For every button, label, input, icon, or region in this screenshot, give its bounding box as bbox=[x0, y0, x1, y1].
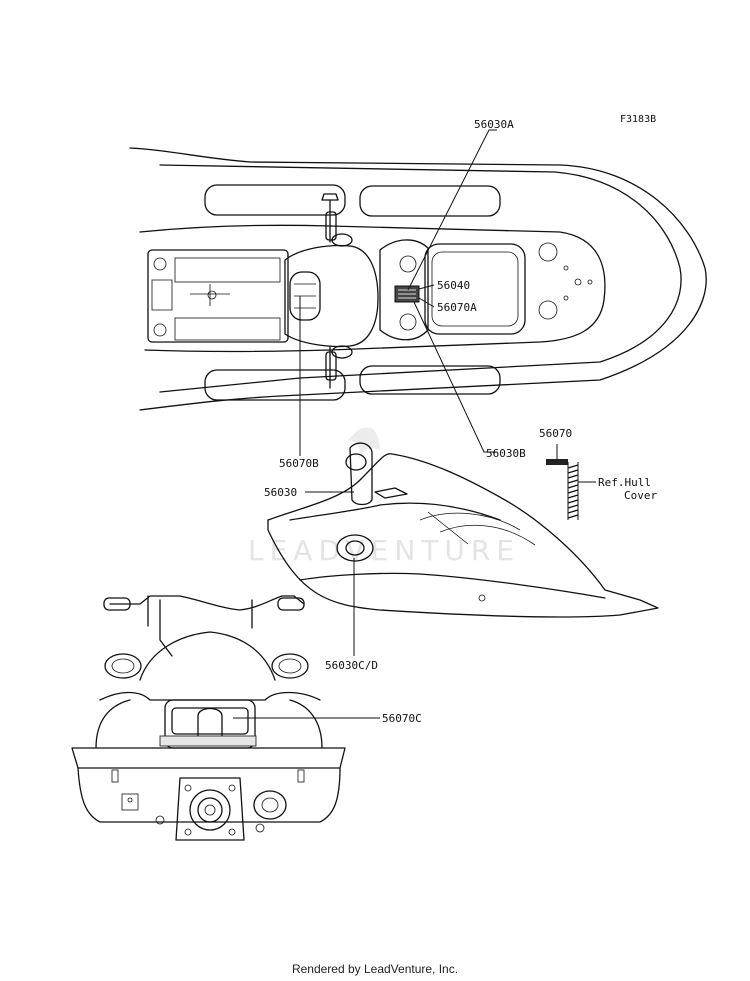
callout-ref-cover: Cover bbox=[624, 489, 657, 502]
leader-56070A bbox=[418, 297, 435, 308]
callout-56030: 56030 bbox=[264, 486, 297, 499]
footer-credit: Rendered by LeadVenture, Inc. bbox=[291, 962, 459, 976]
callout-56030CD: 56030C/D bbox=[325, 659, 378, 672]
figure-code: F3183B bbox=[620, 114, 656, 125]
callout-56070A: 56070A bbox=[437, 301, 477, 314]
leader-56030B bbox=[413, 301, 497, 453]
callout-56070: 56070 bbox=[539, 427, 572, 440]
leader-56030A bbox=[407, 129, 497, 291]
top-view-watercraft bbox=[129, 147, 707, 411]
callout-56070B: 56070B bbox=[279, 457, 319, 470]
side-view-hull-cover bbox=[267, 442, 659, 618]
leader-56040 bbox=[418, 284, 435, 290]
callout-56030B: 56030B bbox=[486, 447, 526, 460]
callout-ref-hull: Ref.Hull bbox=[598, 476, 651, 489]
spring-part bbox=[546, 459, 579, 520]
callout-56070C: 56070C bbox=[382, 712, 422, 725]
leader-lines bbox=[233, 129, 596, 719]
callout-labels: F3183B 56030A 56040 56070A 56030B 56070 … bbox=[264, 114, 657, 725]
callout-56040: 56040 bbox=[437, 279, 470, 292]
rear-view-watercraft bbox=[71, 595, 346, 841]
watermark-text: LEADVENTURE bbox=[248, 534, 520, 567]
callout-56030A: 56030A bbox=[474, 118, 514, 131]
watermark: LEADVENTURE bbox=[248, 427, 520, 567]
